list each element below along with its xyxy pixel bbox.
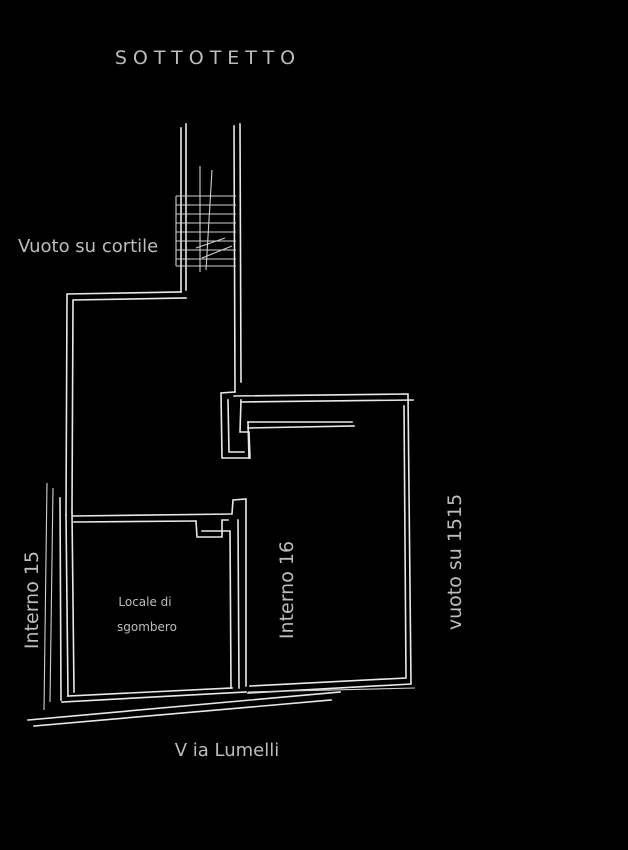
- stair-treads: [175, 166, 236, 272]
- interior-16-label: Interno 16: [276, 541, 298, 639]
- storage-room-label-line2: sgombero: [117, 620, 177, 634]
- storage-room-walls: [61, 498, 247, 703]
- courtyard-void-label: Vuoto su cortile: [18, 236, 158, 257]
- right-block-walls: [233, 393, 414, 694]
- storage-room-label-line1: Locale di: [118, 595, 171, 609]
- interior-15-label: Interno 15: [21, 551, 43, 649]
- stair-shaft: [180, 123, 242, 393]
- void-1515-label: vuoto su 1515: [444, 494, 466, 630]
- street-frontage: [27, 482, 416, 727]
- left-block-walls: [59, 291, 251, 701]
- plan-title: SOTTOTETTO: [115, 47, 301, 69]
- street-label: V ia Lumelli: [175, 740, 280, 761]
